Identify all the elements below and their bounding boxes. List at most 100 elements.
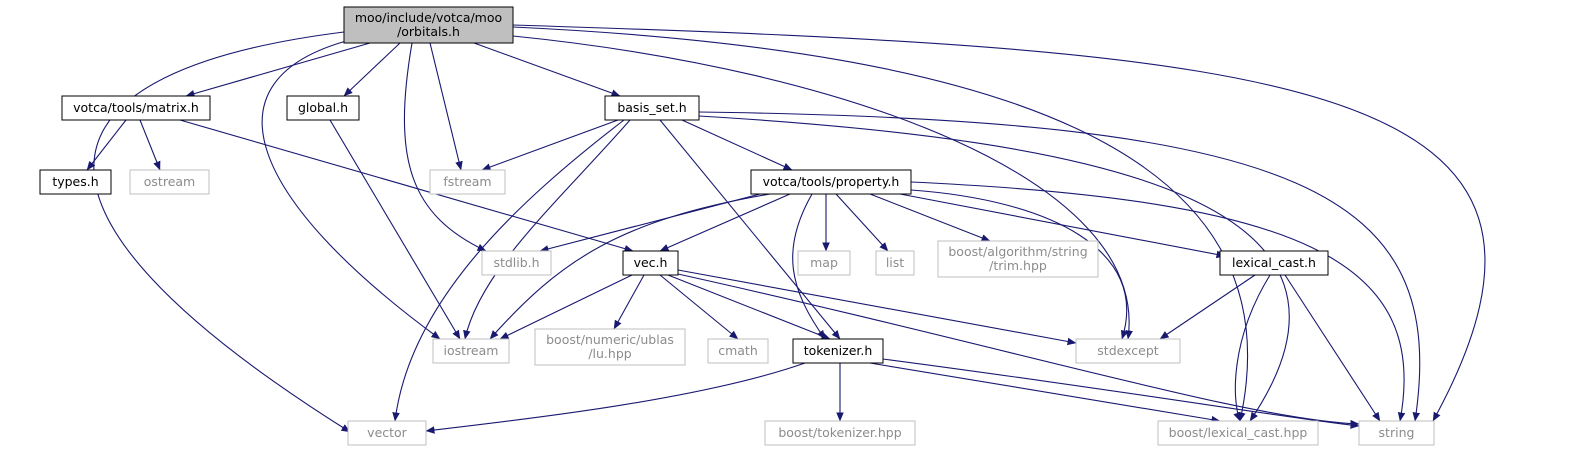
- node-types[interactable]: types.h: [39, 169, 112, 195]
- node-box: [1075, 338, 1181, 364]
- node-lu: boost/numeric/ublas/lu.hpp: [534, 328, 686, 366]
- edge-global-to-iostream: [329, 119, 461, 340]
- edge-basis_set-to-tokenizer_h: [659, 119, 841, 340]
- node-boost-tokenizer: boost/tokenizer.hpp: [764, 420, 916, 446]
- edge-vec-to-string: [677, 273, 1360, 428]
- node-label: /orbitals.h: [397, 24, 460, 39]
- edge-basis_set-to-property: [681, 119, 793, 171]
- node-label: stdexcept: [1097, 343, 1158, 358]
- node-label: basis_set.h: [617, 100, 686, 115]
- node-box: [937, 240, 1099, 278]
- node-label: votca/tools/matrix.h: [73, 100, 199, 115]
- node-fstream: fstream: [429, 169, 506, 195]
- edge-property-to-iostream: [489, 193, 771, 340]
- edge-property-to-trim: [869, 193, 991, 242]
- node-box: [347, 420, 427, 446]
- node-box: [764, 420, 916, 446]
- edge-orbitals-to-boost_lexical: [512, 26, 1249, 422]
- edge-tokenizer_h-to-vector: [425, 362, 806, 434]
- edge-property-to-tokenizer_h: [792, 193, 826, 340]
- node-label: moo/include/votca/moo: [355, 10, 502, 25]
- node-label: lexical_cast.h: [1232, 255, 1316, 270]
- node-box: [129, 169, 210, 195]
- node-label: stdlib.h: [493, 255, 539, 270]
- edge-orbitals-to-string: [512, 24, 1486, 422]
- edge-property-to-stdexcept: [910, 189, 1129, 340]
- node-label: boost/lexical_cast.hpp: [1169, 425, 1308, 440]
- edge-orbitals-to-iostream: [261, 39, 441, 340]
- node-label: vec.h: [634, 255, 668, 270]
- node-box: [750, 169, 912, 195]
- edge-orbitals-to-stdlib: [403, 42, 487, 252]
- node-vec[interactable]: vec.h: [622, 250, 679, 276]
- node-label: string: [1379, 425, 1415, 440]
- node-basis-set[interactable]: basis_set.h: [604, 95, 700, 121]
- edge-basis_set-to-fstream: [481, 119, 619, 171]
- node-box: [797, 250, 851, 276]
- node-label: global.h: [298, 100, 348, 115]
- node-boost-lexical: boost/lexical_cast.hpp: [1157, 420, 1319, 446]
- node-stdexcept: stdexcept: [1075, 338, 1181, 364]
- node-box: [61, 95, 211, 121]
- node-label: iostream: [444, 343, 499, 358]
- node-label: tokenizer.h: [804, 343, 873, 358]
- node-label: fstream: [443, 174, 491, 189]
- edge-lexical_cast_h-to-string: [1284, 274, 1381, 422]
- edge-vec-to-tokenizer_h: [667, 274, 831, 340]
- node-label: votca/tools/property.h: [763, 174, 900, 189]
- node-box: [875, 250, 915, 276]
- edge-orbitals-to-basis_set: [473, 42, 621, 97]
- node-box: [481, 250, 552, 276]
- node-label: map: [810, 255, 838, 270]
- node-box: [604, 95, 700, 121]
- node-string: string: [1358, 420, 1435, 446]
- node-label: /trim.hpp: [989, 258, 1047, 273]
- edge-vec-to-lu: [613, 274, 645, 330]
- node-box: [792, 338, 884, 364]
- node-property[interactable]: votca/tools/property.h: [750, 169, 912, 195]
- edge-property-to-vec: [659, 193, 791, 252]
- node-box: [432, 338, 510, 364]
- dependency-edges: [86, 24, 1486, 434]
- node-global[interactable]: global.h: [286, 95, 360, 121]
- node-vector: vector: [347, 420, 427, 446]
- node-orbitals[interactable]: moo/include/votca/moo/orbitals.h: [343, 6, 514, 44]
- node-matrix[interactable]: votca/tools/matrix.h: [61, 95, 211, 121]
- node-label: boost/tokenizer.hpp: [778, 425, 901, 440]
- edge-vec-to-iostream: [499, 274, 633, 340]
- node-label: /lu.hpp: [588, 346, 631, 361]
- node-box: [343, 6, 514, 44]
- node-label: types.h: [52, 174, 98, 189]
- node-box: [286, 95, 360, 121]
- node-lexical-cast-h[interactable]: lexical_cast.h: [1219, 250, 1329, 276]
- node-label: ostream: [144, 174, 195, 189]
- edge-orbitals-to-vector: [93, 31, 351, 433]
- node-iostream: iostream: [432, 338, 510, 364]
- node-box: [429, 169, 506, 195]
- edge-vec-to-cmath: [659, 274, 739, 340]
- node-label: list: [886, 255, 904, 270]
- node-label: boost/algorithm/string: [948, 244, 1087, 259]
- edge-matrix-to-vec: [179, 119, 634, 253]
- edge-tokenizer_h-to-boost_lexical: [869, 362, 1221, 424]
- edge-lexical_cast_h-to-boost_lexical: [1233, 274, 1271, 422]
- edge-property-to-list: [835, 193, 889, 252]
- edge-vec-to-stdexcept: [677, 269, 1077, 346]
- node-list: list: [875, 250, 915, 276]
- node-box: [534, 328, 686, 366]
- node-ostream: ostream: [129, 169, 210, 195]
- node-stdlib: stdlib.h: [481, 250, 552, 276]
- node-box: [39, 169, 112, 195]
- edge-orbitals-to-global: [343, 42, 401, 97]
- edge-lexical_cast_h-to-stdexcept: [1159, 274, 1256, 340]
- node-trim: boost/algorithm/string/trim.hpp: [937, 240, 1099, 278]
- node-box: [707, 338, 769, 364]
- edge-orbitals-to-matrix: [185, 42, 371, 98]
- edge-basis_set-to-vector: [392, 119, 625, 422]
- edge-basis_set-to-iostream: [463, 119, 631, 340]
- edge-orbitals-to-stdexcept: [512, 35, 1133, 340]
- edge-basis_set-to-boost_lexical: [698, 115, 1290, 422]
- node-tokenizer-h[interactable]: tokenizer.h: [792, 338, 884, 364]
- file-nodes: moo/include/votca/moo/orbitals.h votca/to…: [39, 6, 1435, 446]
